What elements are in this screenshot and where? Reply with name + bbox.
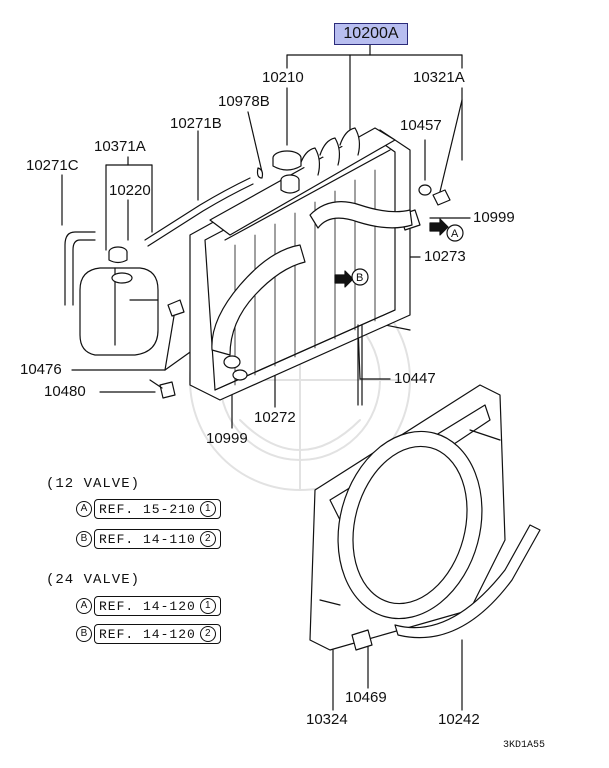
arrow-b bbox=[334, 270, 354, 288]
ref-text: REF. 14-110 bbox=[99, 531, 196, 547]
ref-number-circle: 2 bbox=[199, 531, 216, 547]
ref-letter-circle: B bbox=[76, 626, 92, 642]
part-label-10271b[interactable]: 10271B bbox=[170, 115, 222, 132]
part-label-10273[interactable]: 10273 bbox=[424, 248, 466, 265]
ref-text: REF. 15-210 bbox=[99, 501, 196, 517]
ref-number-circle: 2 bbox=[199, 626, 216, 642]
filler-neck bbox=[280, 174, 300, 194]
overflow-hose-c bbox=[64, 231, 96, 306]
tank-cap bbox=[108, 246, 128, 264]
part-label-10999-upper[interactable]: 10999 bbox=[473, 209, 515, 226]
ref-box: REF. 14-120 2 bbox=[94, 624, 221, 644]
diagram-code: 3KD1A55 bbox=[503, 740, 546, 751]
part-label-10271c[interactable]: 10271C bbox=[26, 157, 79, 174]
part-label-10242[interactable]: 10242 bbox=[438, 711, 480, 728]
ref-number-circle: 1 bbox=[199, 598, 216, 614]
part-label-10324[interactable]: 10324 bbox=[306, 711, 348, 728]
part-label-10371a[interactable]: 10371A bbox=[94, 138, 146, 155]
ref-row-12-b[interactable]: B REF. 14-110 2 bbox=[76, 529, 221, 549]
ref-text: REF. 14-120 bbox=[99, 626, 196, 642]
ref-letter-circle: B bbox=[76, 531, 92, 547]
callout-b-circle bbox=[351, 268, 369, 286]
radiator-cap bbox=[272, 150, 302, 171]
valve-group-title-24: (24 VALVE) bbox=[46, 572, 141, 588]
leader-lines bbox=[61, 42, 471, 711]
main-part-label[interactable]: 10200A bbox=[334, 23, 408, 45]
ref-row-12-a[interactable]: A REF. 15-210 1 bbox=[76, 499, 221, 519]
part-label-10272[interactable]: 10272 bbox=[254, 409, 296, 426]
fan-shroud bbox=[309, 384, 506, 651]
ref-box: REF. 14-110 2 bbox=[94, 529, 221, 549]
part-label-10321a[interactable]: 10321A bbox=[413, 69, 465, 86]
ref-text: REF. 14-120 bbox=[99, 598, 196, 614]
lower-shroud bbox=[394, 524, 541, 639]
callout-a-circle bbox=[446, 224, 464, 242]
part-label-10978b[interactable]: 10978B bbox=[218, 93, 270, 110]
ref-letter-circle: A bbox=[76, 501, 92, 517]
hose-clamp-lower bbox=[223, 355, 248, 381]
part-label-10480[interactable]: 10480 bbox=[44, 383, 86, 400]
ref-row-24-b[interactable]: B REF. 14-120 2 bbox=[76, 624, 221, 644]
clip-10978b bbox=[256, 167, 264, 179]
o-ring bbox=[418, 184, 432, 196]
part-label-10210[interactable]: 10210 bbox=[262, 69, 304, 86]
arrow-a bbox=[429, 218, 449, 236]
part-label-10220[interactable]: 10220 bbox=[109, 182, 151, 199]
ref-row-24-a[interactable]: A REF. 14-120 1 bbox=[76, 596, 221, 616]
valve-group-title-12: (12 VALVE) bbox=[46, 476, 141, 492]
part-label-10469[interactable]: 10469 bbox=[345, 689, 387, 706]
part-label-10457[interactable]: 10457 bbox=[400, 117, 442, 134]
callout-a: A bbox=[451, 228, 459, 240]
ref-box: REF. 14-120 1 bbox=[94, 596, 221, 616]
bolt-10480 bbox=[149, 379, 176, 399]
bolt-10469 bbox=[351, 629, 373, 651]
bolt-10476 bbox=[167, 299, 185, 317]
ref-number-circle: 1 bbox=[199, 501, 216, 517]
ref-box: REF. 15-210 1 bbox=[94, 499, 221, 519]
part-label-10999-lower[interactable]: 10999 bbox=[206, 430, 248, 447]
ref-letter-circle: A bbox=[76, 598, 92, 614]
part-label-10447[interactable]: 10447 bbox=[394, 370, 436, 387]
upper-tank bbox=[209, 127, 396, 236]
part-label-10476[interactable]: 10476 bbox=[20, 361, 62, 378]
lower-hose bbox=[211, 244, 306, 356]
upper-hose bbox=[309, 201, 413, 229]
reserve-tank bbox=[79, 267, 159, 356]
callout-b: B bbox=[356, 272, 364, 284]
overflow-hose-b bbox=[144, 177, 251, 241]
